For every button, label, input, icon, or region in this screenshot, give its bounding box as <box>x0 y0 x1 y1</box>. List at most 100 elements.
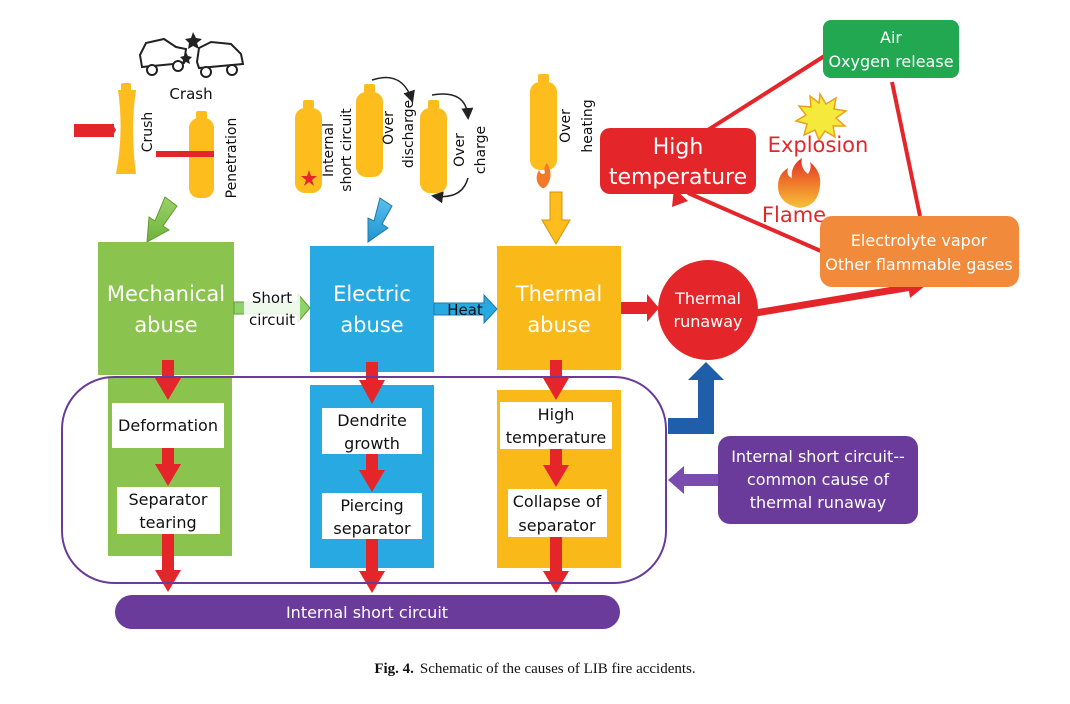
svg-text:Over: Over <box>381 111 397 145</box>
explosion-icon <box>794 91 848 142</box>
crash-label: Crash <box>169 85 212 103</box>
collapse-separator-box <box>508 489 607 537</box>
svg-text:growth: growth <box>344 434 400 453</box>
electrolyte-vapor-box <box>820 216 1019 287</box>
air-to-vapor-line <box>890 81 922 217</box>
common-cause-label: Internal short circuit-- common cause of… <box>731 447 905 512</box>
arrow-dendrite-to-piercing <box>359 454 385 492</box>
electrolyte-vapor-label: Electrolyte vapor Other flammable gases <box>825 231 1012 274</box>
high-temperature-box <box>600 128 756 194</box>
svg-text:abuse: abuse <box>527 313 590 337</box>
arrow-elec-to-dendrite <box>359 362 385 404</box>
svg-text:short circuit: short circuit <box>339 108 355 192</box>
piercing-separator-box <box>322 493 422 539</box>
penetration-battery-icon <box>156 111 214 198</box>
thermal-input-arrow <box>541 191 571 245</box>
internal-short-label: Internal short circuit <box>321 108 355 192</box>
svg-text:discharge: discharge <box>401 100 417 168</box>
internal-short-group-outline <box>61 376 667 584</box>
runaway-to-electrolyte-arrow <box>752 277 925 317</box>
svg-text:Short: Short <box>252 289 292 307</box>
svg-text:Over: Over <box>452 133 468 167</box>
arrow-tearing-to-bar <box>155 534 181 592</box>
flame-label: Flame <box>762 203 826 227</box>
over-charge-label: Over charge <box>452 126 489 174</box>
common-cause-arrow <box>668 466 718 494</box>
figure-caption: Fig. 4. Schematic of the causes of LIB fi… <box>0 661 1070 678</box>
flame-icon <box>778 158 821 208</box>
over-charge-battery-icon <box>420 93 474 204</box>
air-label: Air Oxygen release <box>828 28 953 71</box>
svg-text:Thermal: Thermal <box>515 282 602 306</box>
svg-text:Piercing: Piercing <box>340 496 403 515</box>
air-box <box>823 20 959 78</box>
figure-caption-text: Schematic of the causes of LIB fire acci… <box>419 661 696 677</box>
deformation-label: Deformation <box>118 416 218 435</box>
arrow-mech-to-deformation <box>155 360 181 400</box>
crush-battery-icon <box>74 83 136 174</box>
internal-short-circuit-bar-label: Internal short circuit <box>286 603 448 622</box>
svg-text:Oxygen release: Oxygen release <box>828 52 953 71</box>
penetration-label: Penetration <box>224 118 240 199</box>
red-down-arrows <box>155 360 569 593</box>
svg-text:abuse: abuse <box>340 313 403 337</box>
piercing-separator-label: Piercing separator <box>333 496 411 538</box>
collapse-separator-label: Collapse of separator <box>513 492 602 535</box>
svg-text:common cause of: common cause of <box>747 470 890 489</box>
arrow-deformation-to-tearing <box>155 448 181 486</box>
high-temperature-step-label: High temperature <box>506 405 607 447</box>
high-temperature-step-box <box>500 402 612 449</box>
svg-text:tearing: tearing <box>139 513 196 532</box>
svg-text:Dendrite: Dendrite <box>337 411 407 430</box>
svg-text:separator: separator <box>518 516 596 535</box>
svg-text:Collapse of: Collapse of <box>513 492 602 511</box>
arrow-collapse-to-bar <box>543 537 569 593</box>
separator-tearing-label: Separator tearing <box>129 490 208 532</box>
fire-triangle-lines <box>687 53 831 257</box>
over-discharge-label: Over discharge <box>381 100 417 168</box>
runaway-to-hightemp-arrow <box>672 188 696 266</box>
dendrite-growth-box <box>322 408 422 454</box>
thermal-to-runaway-arrow <box>621 294 659 322</box>
svg-text:Over: Over <box>558 109 574 143</box>
electric-abuse-label: Electric abuse <box>333 282 411 337</box>
electric-abuse-box <box>310 246 434 372</box>
svg-text:Internal: Internal <box>321 123 337 177</box>
svg-text:Air: Air <box>880 28 902 47</box>
svg-text:temperature: temperature <box>506 428 607 447</box>
crush-label: Crush <box>140 112 156 153</box>
runaway-feedback-arrow <box>668 362 724 434</box>
over-discharge-battery-icon <box>356 76 415 177</box>
high-temperature-label: High temperature <box>609 135 747 190</box>
svg-text:thermal runaway: thermal runaway <box>750 493 887 512</box>
svg-text:Mechanical: Mechanical <box>107 282 225 306</box>
short-circuit-label: Short circuit <box>249 289 295 329</box>
dendrite-growth-label: Dendrite growth <box>337 411 407 453</box>
mechanical-input-arrow <box>146 196 178 243</box>
mechanical-abuse-label: Mechanical abuse <box>107 282 225 337</box>
svg-text:Thermal: Thermal <box>674 289 741 308</box>
svg-text:circuit: circuit <box>249 311 295 329</box>
deformation-box <box>112 403 224 448</box>
svg-text:High: High <box>538 405 575 424</box>
common-cause-box <box>718 436 918 524</box>
thermal-abuse-label: Thermal abuse <box>515 282 602 337</box>
svg-text:heating: heating <box>580 99 596 152</box>
separator-tearing-box <box>117 487 220 534</box>
svg-text:abuse: abuse <box>134 313 197 337</box>
heat-arrow <box>433 293 498 325</box>
internal-short-battery-icon <box>295 100 322 193</box>
explosion-label: Explosion <box>768 133 869 157</box>
svg-text:Other flammable gases: Other flammable gases <box>825 255 1012 274</box>
thermal-abuse-box <box>497 246 621 370</box>
thermal-runaway-node <box>658 260 758 360</box>
heat-label: Heat <box>447 301 483 319</box>
svg-text:runaway: runaway <box>673 312 742 331</box>
arrow-thermal-to-hightemp <box>543 360 569 400</box>
internal-short-circuit-bar <box>115 595 620 629</box>
crash-cars-icon <box>138 32 245 78</box>
arrow-piercing-to-bar <box>359 539 385 593</box>
figure-caption-label: Fig. 4. <box>374 661 414 677</box>
svg-text:temperature: temperature <box>609 165 747 190</box>
